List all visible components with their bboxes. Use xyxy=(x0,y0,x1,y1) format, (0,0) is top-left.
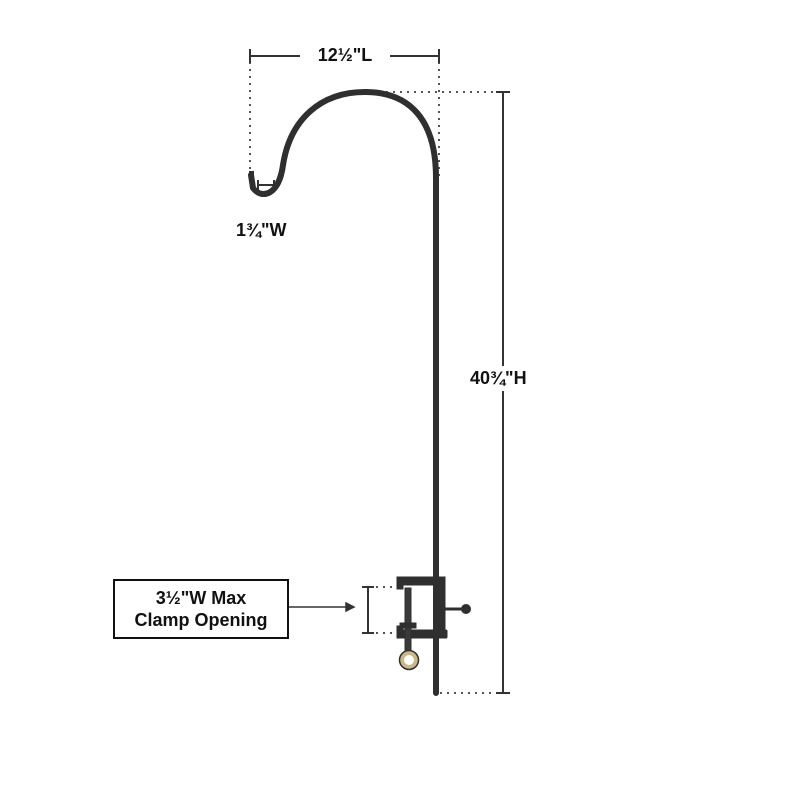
clamp-eye-ring xyxy=(400,651,418,669)
clamp-screw-rod xyxy=(404,587,412,653)
hook-tip xyxy=(249,171,254,180)
dotted-guides xyxy=(249,62,498,694)
length-label: 12½"L xyxy=(300,45,390,66)
clamp-pointer-arrow xyxy=(287,601,356,613)
clamp-bolt-knob xyxy=(461,604,471,614)
shepherd-hook-pole xyxy=(248,89,439,696)
clamp-callout-line1: 3½"W Max xyxy=(155,588,247,608)
clamp-callout-line2: Clamp Opening xyxy=(134,610,268,630)
clamp-eye-ring-outline xyxy=(398,649,420,671)
clamp-pointer-head xyxy=(345,601,356,613)
height-dimension xyxy=(496,91,510,694)
clamp-top-jaw xyxy=(396,576,444,586)
hook-width-label: 1¾"W xyxy=(236,220,287,240)
clamp-opening-callout: 3½"W Max Clamp Opening xyxy=(113,579,289,639)
clamp-side-bar xyxy=(436,576,446,638)
clamp-opening-dimension xyxy=(362,586,374,634)
clamp-pressure-plate xyxy=(399,622,417,629)
deck-clamp xyxy=(396,576,471,653)
height-label: 40¾"H xyxy=(470,366,527,391)
clamp-top-jaw-lip xyxy=(396,576,404,590)
